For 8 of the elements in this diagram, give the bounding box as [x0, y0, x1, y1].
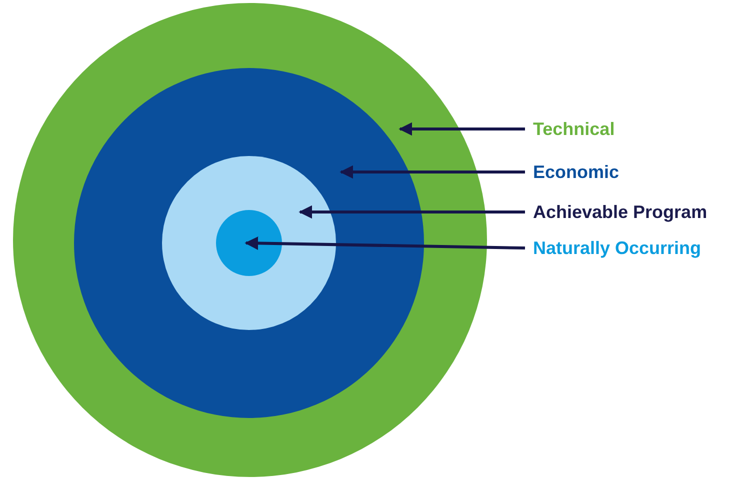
leader-arrow	[340, 165, 525, 179]
leader-label: Economic	[533, 161, 620, 183]
leader-arrow	[244, 236, 526, 250]
leader-label: Naturally Occurring	[533, 237, 702, 259]
leader-arrow	[298, 205, 525, 219]
leader-label: Technical	[533, 118, 615, 140]
leader-arrow	[398, 122, 525, 136]
leader-label: Achievable Program	[533, 201, 708, 223]
